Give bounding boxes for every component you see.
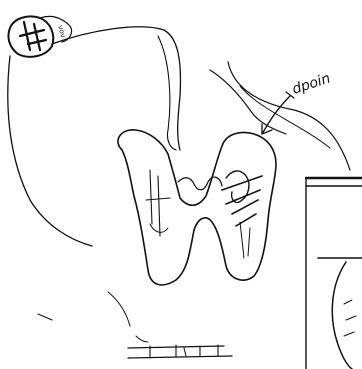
tooth-outline: [118, 130, 276, 285]
right-curve: [228, 62, 350, 170]
tooth-scribbles: [146, 170, 262, 258]
right-shoulder-line: [210, 70, 286, 134]
top-left-note: vov: [56, 24, 67, 38]
bottom-ruler: [128, 345, 232, 358]
inner-neck-line: [158, 36, 176, 150]
left-contour: [8, 56, 92, 246]
lower-left-stroke: [108, 292, 130, 326]
inset-frame: [306, 178, 362, 369]
annotation-label: dpoin: [290, 71, 332, 98]
outer-outline: [52, 27, 180, 150]
